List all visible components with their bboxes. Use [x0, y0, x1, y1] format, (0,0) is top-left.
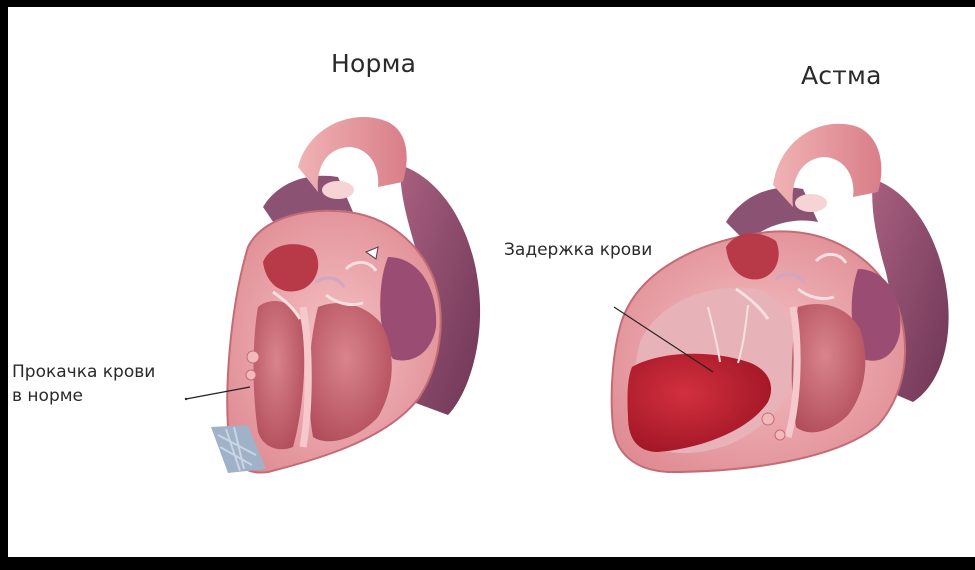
pump-label: Прокачка крови в норме: [12, 360, 155, 408]
asthma-heart-illustration: [612, 124, 949, 472]
asthma-heart-title: Астма: [801, 61, 882, 90]
diagram-canvas: Норма Астма Прокачка крови в норме Задер…: [8, 7, 975, 557]
delay-label: Задержка крови: [504, 238, 652, 262]
pump-label-line1: Прокачка крови: [12, 360, 155, 384]
normal-heart-title: Норма: [331, 49, 416, 78]
pump-label-leader-dot: [185, 398, 187, 400]
normal-heart-illustration: [211, 117, 480, 473]
pump-label-line2: в норме: [12, 384, 155, 408]
